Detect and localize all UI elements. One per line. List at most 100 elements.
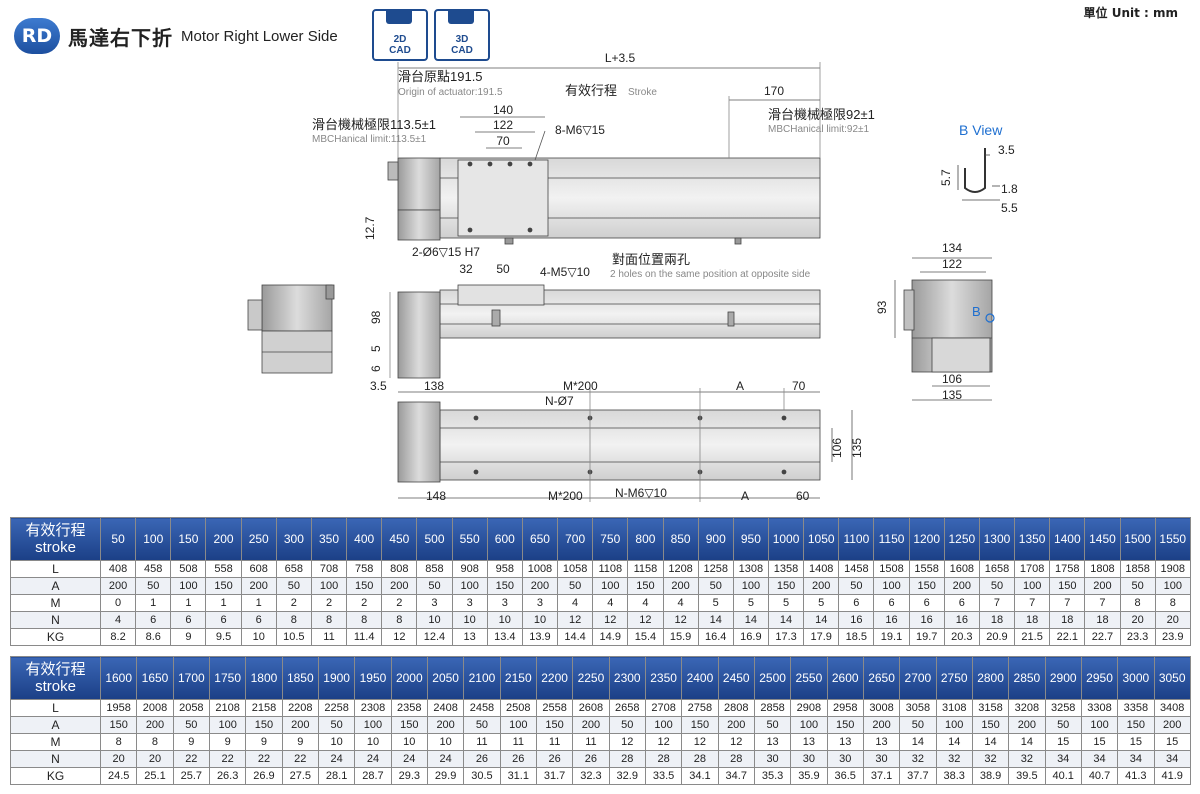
table-cell: 38.3 — [935, 767, 973, 785]
table-cell: 1258 — [697, 560, 734, 578]
table-cell: 18.5 — [838, 628, 875, 646]
front-view — [389, 284, 821, 379]
table-cell: 1208 — [662, 560, 699, 578]
table-cell: 32 — [1008, 750, 1046, 768]
table-cell: 3358 — [1117, 699, 1155, 717]
table-cell: 13.4 — [486, 628, 523, 646]
bot-n7: N-Ø7 — [545, 394, 574, 408]
table-cell: 50 — [135, 577, 172, 595]
bot-nm6: N-M6▽10 — [615, 486, 667, 500]
table-cell: 2608 — [572, 699, 610, 717]
table-cell: 150 — [346, 577, 383, 595]
table-cell: 12 — [662, 611, 699, 629]
stroke-column-header: 500 — [416, 517, 453, 561]
table-cell: 34 — [1117, 750, 1155, 768]
stroke-column-header: 2050 — [426, 656, 465, 700]
table-cell: 6 — [838, 594, 875, 612]
table-cell: 32 — [899, 750, 937, 768]
table-cell: 200 — [1153, 716, 1191, 734]
table-cell: 2 — [346, 594, 383, 612]
table-cell: 2558 — [535, 699, 574, 717]
table-cell: 2258 — [317, 699, 356, 717]
table-cell: 12 — [381, 628, 418, 646]
m5-label: 4-M5▽10 — [540, 265, 590, 279]
top-view — [387, 157, 821, 245]
table-cell: 50 — [172, 716, 210, 734]
bottom-motor — [397, 401, 441, 483]
cad-2d-button[interactable]: 2D CAD — [372, 9, 428, 61]
table-cell: 14 — [935, 733, 973, 751]
table-cell: 1608 — [943, 560, 980, 578]
stroke-column-header: 2150 — [499, 656, 537, 700]
table-cell: 2008 — [136, 699, 174, 717]
table-cell: 50 — [416, 577, 453, 595]
stroke-column-header: 2850 — [1008, 656, 1046, 700]
table-cell: 10 — [416, 611, 453, 629]
table-cell: 2 — [381, 594, 418, 612]
table-cell: 2058 — [172, 699, 210, 717]
limit-left-label: 滑台機械極限113.5±1 — [312, 117, 436, 132]
table-cell: 40.7 — [1080, 767, 1119, 785]
row-label: A — [10, 577, 101, 595]
table-cell: 150 — [245, 716, 283, 734]
table-cell: 8 — [136, 733, 174, 751]
table-cell: 28 — [608, 750, 646, 768]
motor-block — [397, 157, 441, 211]
table-cell: 708 — [310, 560, 348, 578]
table-cell: 36.5 — [826, 767, 864, 785]
table-cell: 16.9 — [732, 628, 769, 646]
table-cell: 30 — [790, 750, 828, 768]
table-cell: 6 — [205, 611, 242, 629]
table-cell: 12 — [557, 611, 594, 629]
table-cell: 100 — [170, 577, 207, 595]
table-cell: 26 — [499, 750, 537, 768]
table-cell: 13 — [826, 733, 864, 751]
stroke-column-header: 2500 — [753, 656, 792, 700]
table-cell: 100 — [732, 577, 769, 595]
table-cell: 19.1 — [873, 628, 910, 646]
table-cell: 758 — [346, 560, 383, 578]
table-cell: 9 — [245, 733, 283, 751]
table-cell: 9.5 — [205, 628, 242, 646]
cad-3d-button[interactable]: 3D CAD — [434, 9, 490, 61]
bv-3-5: 3.5 — [998, 143, 1015, 157]
table-cell: 20.9 — [978, 628, 1016, 646]
bot-a-bot: A — [741, 489, 749, 503]
table-cell: 20.3 — [943, 628, 980, 646]
table-cell: 50 — [697, 577, 734, 595]
table-cell: 150 — [205, 577, 242, 595]
table-cell: 32.3 — [572, 767, 610, 785]
table-cell: 1158 — [627, 560, 664, 578]
table-cell: 8 — [310, 611, 348, 629]
dim-122: 122 — [493, 118, 513, 132]
row-label: KG — [10, 628, 101, 646]
table-cell: 9 — [208, 733, 247, 751]
table-cell: 30 — [826, 750, 864, 768]
row-label: M — [10, 594, 101, 612]
table-cell: 1358 — [767, 560, 805, 578]
opposite-label-en: 2 holes on the same position at opposite… — [610, 269, 811, 280]
stroke-column-header: 2000 — [390, 656, 428, 700]
table-cell: 200 — [381, 577, 418, 595]
limit-left-label-en: MBCHanical limit:113.5±1 — [312, 134, 427, 145]
table-cell: 8 — [1119, 594, 1156, 612]
dim-98: 98 — [369, 310, 383, 324]
table-cell: 100 — [310, 577, 348, 595]
stroke-column-header: 2800 — [971, 656, 1010, 700]
table-cell: 24 — [317, 750, 356, 768]
table-cell: 12 — [717, 733, 755, 751]
b-view-detail — [957, 148, 1000, 201]
table-cell: 150 — [971, 716, 1010, 734]
table-cell: 2858 — [753, 699, 792, 717]
table-cell: 1 — [240, 594, 277, 612]
bot-m200-top: M*200 — [563, 379, 598, 393]
table-cell: 7 — [1084, 594, 1121, 612]
model-badge: RD — [14, 18, 60, 54]
table-cell: 26 — [463, 750, 501, 768]
title-english: Motor Right Lower Side — [181, 27, 338, 45]
origin-label: 滑台原點191.5 — [398, 69, 483, 84]
table-cell: 200 — [717, 716, 755, 734]
table-cell: 50 — [608, 716, 646, 734]
